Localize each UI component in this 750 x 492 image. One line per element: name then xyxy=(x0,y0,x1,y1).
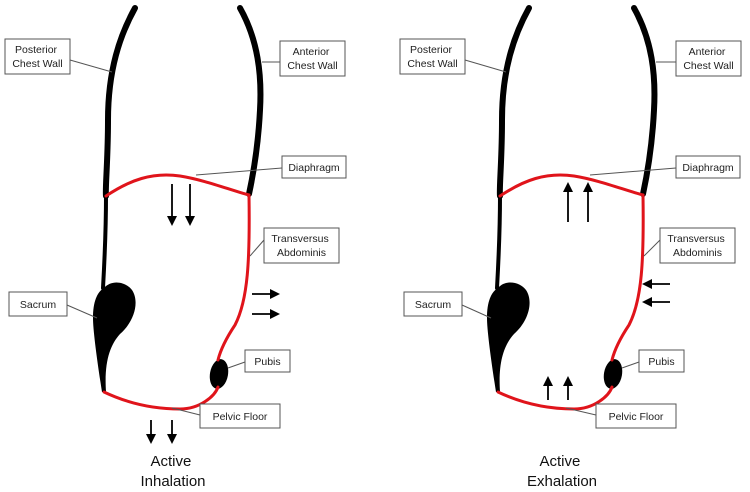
transversus-abdominis-label: Transversus Abdominis xyxy=(667,233,727,259)
exhalation-abdominal-arrows xyxy=(642,279,670,307)
inhalation-diaphragm-arrows xyxy=(167,184,195,226)
label-box-diaphragm xyxy=(675,155,741,179)
label-box-transversus-abdominis xyxy=(263,227,340,264)
panel-inhalation: Posterior Chest Wall Anterior Chest Wall… xyxy=(4,8,347,490)
exhalation-anatomy xyxy=(487,8,654,392)
pubis-label: Pubis xyxy=(648,356,674,368)
pelvic-floor-label: Pelvic Floor xyxy=(213,411,268,423)
inhalation-anatomy xyxy=(93,8,260,392)
sacrum-label: Sacrum xyxy=(20,299,56,311)
exhalation-caption: Active Exhalation xyxy=(527,453,597,490)
label-box-diaphragm xyxy=(281,155,347,179)
sacrum-label: Sacrum xyxy=(415,299,451,311)
anterior-chest-wall-label: Anterior Chest Wall xyxy=(683,46,733,72)
inhalation-abdominal-arrows xyxy=(252,289,280,319)
anterior-chest-wall-label: Anterior Chest Wall xyxy=(287,46,337,72)
inhalation-pelvic-arrows xyxy=(146,420,177,444)
pubis-label: Pubis xyxy=(254,356,280,368)
label-box-sacrum xyxy=(403,291,463,317)
label-box-anterior-chest-wall xyxy=(675,40,742,77)
label-box-transversus-abdominis xyxy=(659,227,736,264)
posterior-chest-wall-label: Posterior Chest Wall xyxy=(12,44,62,70)
diaphragm-label: Diaphragm xyxy=(682,162,734,174)
exhalation-pelvic-arrows xyxy=(543,376,573,400)
label-box-pubis xyxy=(244,349,291,373)
diaphragm-label: Diaphragm xyxy=(288,162,340,174)
label-box-anterior-chest-wall xyxy=(279,40,346,77)
pelvic-floor-label: Pelvic Floor xyxy=(609,411,664,423)
posterior-chest-wall-label: Posterior Chest Wall xyxy=(407,44,457,70)
label-box-sacrum xyxy=(8,291,68,317)
exhalation-diaphragm-arrows xyxy=(563,182,593,222)
label-box-pelvic-floor xyxy=(595,403,677,429)
panel-exhalation: Posterior Chest Wall Anterior Chest Wall… xyxy=(399,8,742,490)
transversus-abdominis-label: Transversus Abdominis xyxy=(271,233,331,259)
label-box-posterior-chest-wall xyxy=(399,38,466,75)
label-box-posterior-chest-wall xyxy=(4,38,71,75)
label-box-pelvic-floor xyxy=(199,403,281,429)
inhalation-caption: Active Inhalation xyxy=(140,453,205,490)
label-box-pubis xyxy=(638,349,685,373)
